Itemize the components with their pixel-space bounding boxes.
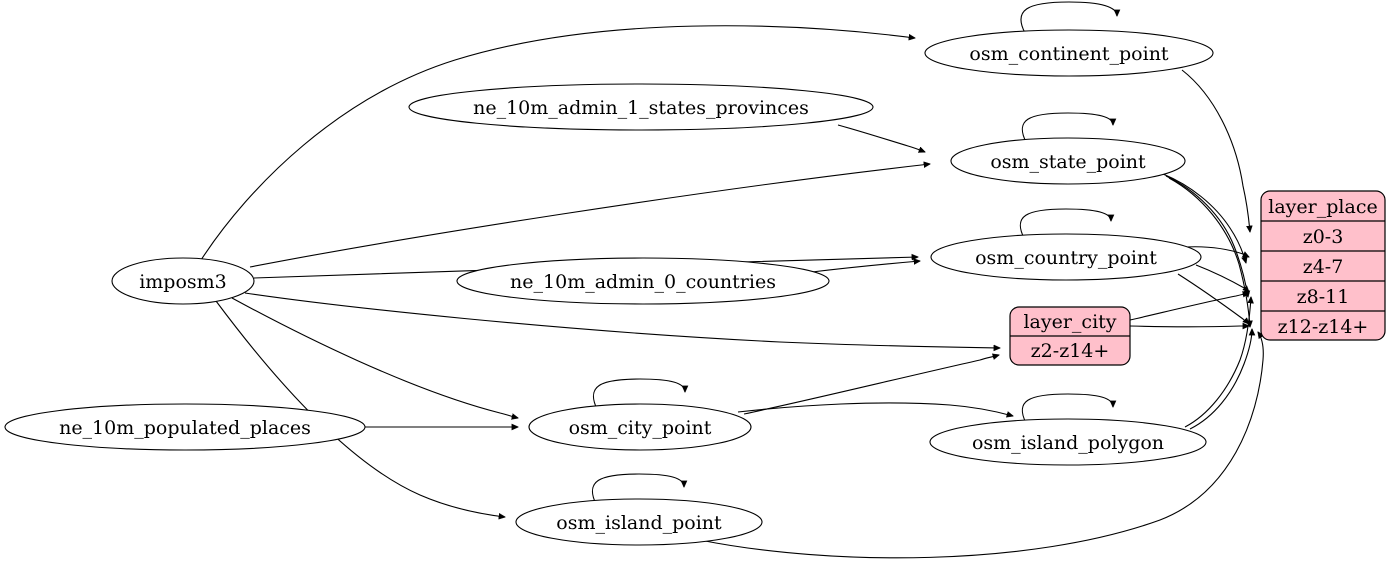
edge-osm-state-point-to-layer-place-z8-11 xyxy=(1165,175,1248,297)
node-ne-10m-populated-places[interactable]: ne_10m_populated_places xyxy=(4,403,366,451)
edge-imposm3-to-layer-city xyxy=(244,292,1000,348)
edge-osm-island-polygon-to-layer-place-z12-z14 xyxy=(1189,329,1252,430)
node-ne-10m-admin-0-countries[interactable]: ne_10m_admin_0_countries xyxy=(456,257,830,305)
node-osm-state-point[interactable]: osm_state_point xyxy=(950,137,1186,185)
node-osm-city-point-label: osm_city_point xyxy=(569,417,712,439)
node-osm-country-point-shape[interactable] xyxy=(930,233,1202,281)
node-layer-place-row-z0-3[interactable]: z0-3 xyxy=(1303,226,1344,248)
node-osm-state-point-shape[interactable] xyxy=(950,137,1186,185)
node-osm-country-point[interactable]: osm_country_point xyxy=(930,233,1202,281)
node-imposm3-label: imposm3 xyxy=(139,271,227,293)
node-ne-states-label: ne_10m_admin_1_states_provinces xyxy=(473,97,809,119)
edge-osm-state-point-to-layer-place-z12-z14 xyxy=(1168,177,1250,327)
node-ne-states-shape[interactable] xyxy=(408,83,874,131)
node-imposm3[interactable]: imposm3 xyxy=(111,257,255,305)
node-layer-city[interactable]: layer_city z2-z14+ xyxy=(1009,306,1131,366)
edge-osm-city-point-to-osm-island-polygon xyxy=(737,402,1013,416)
node-osm-city-point-shape[interactable] xyxy=(528,403,752,451)
node-ne-populated-label: ne_10m_populated_places xyxy=(59,417,311,439)
node-osm-continent-point[interactable]: osm_continent_point xyxy=(924,29,1214,77)
node-osm-island-point-shape[interactable] xyxy=(515,498,763,546)
edge-osm-city-point-to-layer-city xyxy=(743,355,999,415)
node-osm-city-point[interactable]: osm_city_point xyxy=(528,403,752,451)
edge-ne-states-to-osm-state-point xyxy=(837,124,925,152)
node-osm-country-point-label: osm_country_point xyxy=(975,247,1157,269)
node-osm-island-polygon-label: osm_island_polygon xyxy=(972,432,1164,454)
edge-self-osm-continent-point xyxy=(1020,1,1117,34)
edge-imposm3-to-osm-continent-point xyxy=(200,25,915,261)
node-imposm3-shape[interactable] xyxy=(111,257,255,305)
edge-osm-island-polygon-to-layer-place-z8-11 xyxy=(1184,297,1251,428)
node-osm-continent-point-label: osm_continent_point xyxy=(969,43,1169,65)
node-layer-place-title: layer_place xyxy=(1268,196,1377,218)
edge-self-osm-city-point xyxy=(592,378,685,410)
node-osm-island-point[interactable]: osm_island_point xyxy=(515,498,763,546)
edge-self-osm-state-point xyxy=(1021,112,1113,143)
node-osm-state-point-label: osm_state_point xyxy=(990,151,1146,173)
edge-ne-countries-to-osm-country-point xyxy=(811,261,920,273)
edge-osm-island-point-to-layer-place-z12-z14 xyxy=(699,332,1263,559)
node-ne-populated-shape[interactable] xyxy=(4,403,366,451)
node-layer-city-row-z2-z14[interactable]: z2-z14+ xyxy=(1031,340,1110,362)
edge-self-osm-island-polygon xyxy=(1021,393,1113,424)
node-osm-island-point-label: osm_island_point xyxy=(556,512,722,534)
node-ne-countries-label: ne_10m_admin_0_countries xyxy=(510,271,776,293)
node-layer-place-row-z4-7[interactable]: z4-7 xyxy=(1303,256,1344,278)
edge-self-osm-island-point xyxy=(591,473,684,505)
node-ne-10m-admin-1-states-provinces[interactable]: ne_10m_admin_1_states_provinces xyxy=(408,83,874,131)
edge-imposm3-to-osm-island-point xyxy=(215,300,505,517)
node-layer-place-row-z8-11[interactable]: z8-11 xyxy=(1297,286,1350,308)
node-layer-city-title: layer_city xyxy=(1023,311,1116,333)
edge-osm-continent-point-to-layer-place-z0-3 xyxy=(1181,69,1250,232)
node-ne-countries-shape[interactable] xyxy=(456,257,830,305)
node-osm-continent-point-shape[interactable] xyxy=(924,29,1214,77)
edge-osm-country-point-to-layer-place-z8-11 xyxy=(1195,264,1249,292)
edge-layer xyxy=(200,1,1263,559)
node-osm-island-polygon[interactable]: osm_island_polygon xyxy=(929,418,1207,466)
edge-imposm3-to-osm-state-point xyxy=(249,164,930,268)
edge-osm-country-point-to-layer-place-z12-z14 xyxy=(1177,273,1249,324)
edge-osm-country-point-to-layer-place-z4-7 xyxy=(1184,246,1249,257)
node-layer: imposm3 ne_10m_admin_1_states_provinces … xyxy=(4,29,1386,546)
node-layer-place-box[interactable] xyxy=(1260,190,1386,341)
edge-layer-city-to-layer-place-z8-11 xyxy=(1129,293,1249,321)
edge-self-osm-country-point xyxy=(1019,208,1111,239)
node-layer-place[interactable]: layer_place z0-3 z4-7 z8-11 z12-z14+ xyxy=(1260,190,1386,341)
edge-layer-city-to-layer-place-z12-z14 xyxy=(1129,326,1249,327)
edge-imposm3-to-osm-city-point xyxy=(231,297,518,418)
node-layer-place-row-z12-z14[interactable]: z12-z14+ xyxy=(1278,316,1369,338)
node-osm-island-polygon-shape[interactable] xyxy=(929,418,1207,466)
